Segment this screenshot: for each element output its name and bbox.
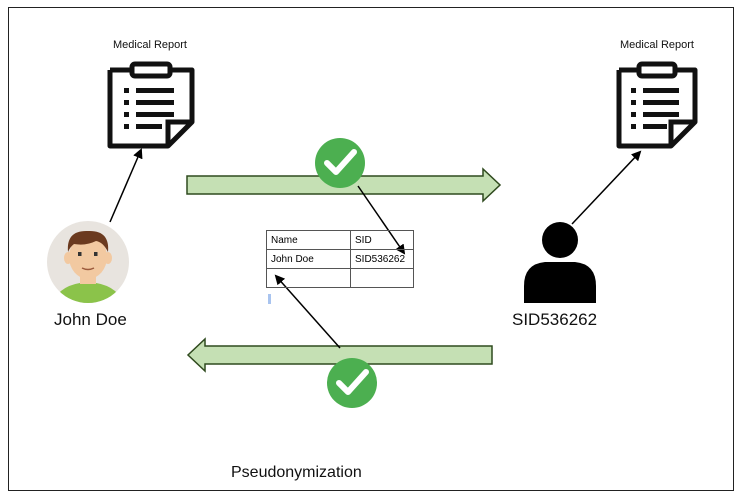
person-to-report-line	[109, 148, 143, 223]
right-clipboard-icon	[616, 61, 698, 149]
person-name-label: John Doe	[54, 310, 127, 329]
table-cell-name: John Doe	[266, 249, 351, 269]
table-cell-empty	[350, 268, 414, 288]
left-clipboard-icon	[107, 61, 195, 149]
bottom-checkmark-icon	[327, 358, 377, 408]
table-row: John Doe SID536262	[266, 249, 414, 269]
table-cell-empty	[266, 268, 351, 288]
top-checkmark-icon	[315, 138, 365, 188]
table-row	[266, 268, 414, 288]
text-cursor	[268, 294, 271, 304]
table-header-sid: SID	[350, 230, 414, 250]
pseudonym-label: SID536262	[512, 310, 598, 329]
person-avatar-icon	[47, 221, 129, 303]
backward-arrow	[186, 337, 493, 373]
check-to-name-line	[274, 274, 341, 349]
pseudonym-silhouette-icon	[524, 222, 596, 303]
table-cell-sid: SID536262	[350, 249, 414, 269]
table-header-name: Name	[266, 230, 351, 250]
diagram-caption: Pseudonymization	[231, 464, 362, 481]
right-report-label: Medical Report	[620, 39, 694, 51]
pseudonym-mapping-table: Name SID John Doe SID536262	[266, 230, 414, 288]
table-header-row: Name SID	[266, 230, 414, 250]
pseudonym-to-report-line	[571, 150, 642, 225]
left-report-label: Medical Report	[113, 39, 187, 51]
